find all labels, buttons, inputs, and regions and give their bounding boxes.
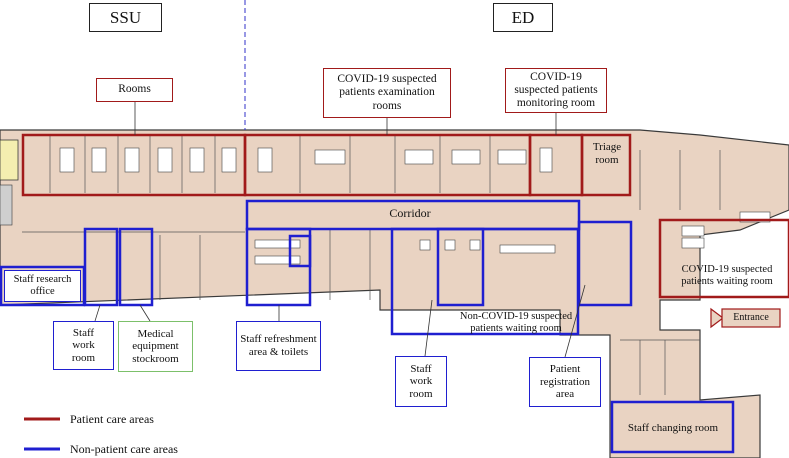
entrance-label: Entrance <box>733 312 769 323</box>
triage-room-outline <box>580 133 632 197</box>
patient-registration-callout: Patient registration area <box>529 357 601 407</box>
staff-work-left-callout: Staff work room <box>53 321 114 370</box>
patient-care-outlines <box>21 133 789 299</box>
staff-refreshment-callout: Staff refreshment area & toilets <box>236 321 321 371</box>
callout-connectors <box>94 102 586 358</box>
legend-patient-care-label: Patient care areas <box>70 412 154 426</box>
medical-equipment-callout: Medical equipment stockroom <box>118 321 193 372</box>
corridor-label: Corridor <box>389 206 431 220</box>
interior-walls <box>22 135 721 395</box>
staff-work-left-outline <box>83 227 119 307</box>
covid-monitor-callout: COVID-19 suspected patients monitoring r… <box>505 68 607 113</box>
non-patient-care-outlines <box>0 199 735 454</box>
room-fixtures <box>59 147 771 265</box>
triage-room-label: Triage room <box>592 141 622 166</box>
covid-exam-callout: COVID-19 suspected patients examination … <box>323 68 451 118</box>
staff-changing-label: Staff changing room <box>627 422 719 434</box>
ed-zone-label: ED <box>493 3 553 32</box>
legend-non-patient-care-label: Non-patient care areas <box>70 442 178 456</box>
registration-outline <box>577 220 633 307</box>
covid-waiting-label: COVID-19 suspected patients waiting room <box>681 264 773 288</box>
non-covid-waiting-label: Non-COVID-19 suspected patients waiting … <box>459 311 573 335</box>
staff-work-mid-callout: Staff work room <box>395 356 447 407</box>
rooms-callout: Rooms <box>96 78 173 102</box>
staff-research-label: Staff research office <box>4 270 81 302</box>
floor-area <box>0 129 789 458</box>
ssu-zone-label: SSU <box>89 3 162 32</box>
changing-room-outline <box>610 400 735 454</box>
entrance-arrow <box>710 307 724 329</box>
covid-waiting-outline <box>658 218 789 299</box>
staff-work-mid-outline <box>436 227 485 307</box>
equipment-stockroom-outline <box>118 227 154 307</box>
refreshment-small-outline <box>288 234 312 268</box>
